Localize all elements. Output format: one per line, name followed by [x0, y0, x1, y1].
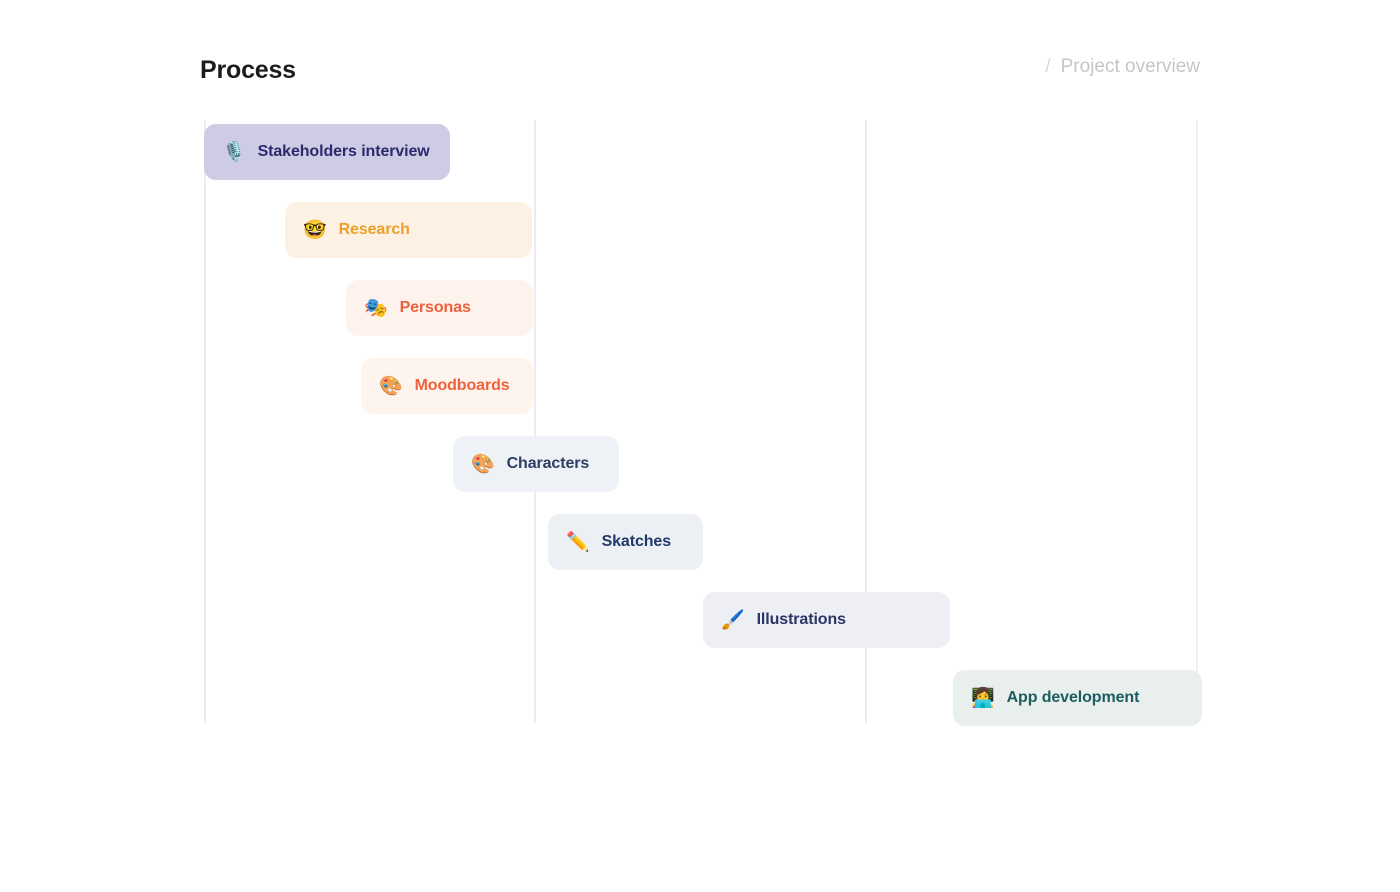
- gridline-2: [865, 120, 867, 723]
- task-bar-personas[interactable]: 🎭 Personas: [346, 280, 533, 336]
- paintbrush-icon: 🖌️: [721, 609, 745, 631]
- nerd-face-icon: 🤓: [303, 219, 327, 241]
- gridline-1: [534, 120, 536, 723]
- task-label: Research: [338, 221, 410, 238]
- artist-palette-icon: 🎨: [379, 375, 403, 397]
- task-label: Stakeholders interview: [257, 143, 430, 160]
- task-bar-stakeholders-interview[interactable]: 🎙️ Stakeholders interview: [204, 124, 450, 180]
- task-bar-skatches[interactable]: ✏️ Skatches: [548, 514, 703, 570]
- performing-arts-icon: 🎭: [364, 297, 388, 319]
- task-bar-moodboards[interactable]: 🎨 Moodboards: [361, 358, 533, 414]
- task-bar-app-development[interactable]: 👩‍💻 App development: [953, 670, 1202, 726]
- breadcrumb-separator: /: [1045, 56, 1051, 77]
- page-title: Process: [200, 56, 296, 84]
- page-header: Process / Project overview: [0, 0, 1400, 118]
- pencil-icon: ✏️: [566, 531, 590, 553]
- task-label: Illustrations: [756, 611, 846, 628]
- artist-palette-icon: 🎨: [471, 453, 495, 475]
- woman-technologist-icon: 👩‍💻: [971, 687, 995, 709]
- breadcrumb-item-project-overview[interactable]: Project overview: [1060, 56, 1200, 77]
- gridline-3: [1196, 120, 1198, 723]
- task-bar-illustrations[interactable]: 🖌️ Illustrations: [703, 592, 950, 648]
- task-label: Characters: [506, 455, 590, 472]
- task-bar-research[interactable]: 🤓 Research: [285, 202, 532, 258]
- task-bar-characters[interactable]: 🎨 Characters: [453, 436, 619, 492]
- gridline-0: [204, 120, 206, 723]
- task-label: Moodboards: [414, 377, 510, 394]
- breadcrumb: / Project overview: [1045, 54, 1200, 80]
- studio-microphone-icon: 🎙️: [222, 141, 246, 163]
- task-label: Personas: [399, 299, 471, 316]
- task-label: Skatches: [601, 533, 672, 550]
- task-label: App development: [1006, 689, 1140, 706]
